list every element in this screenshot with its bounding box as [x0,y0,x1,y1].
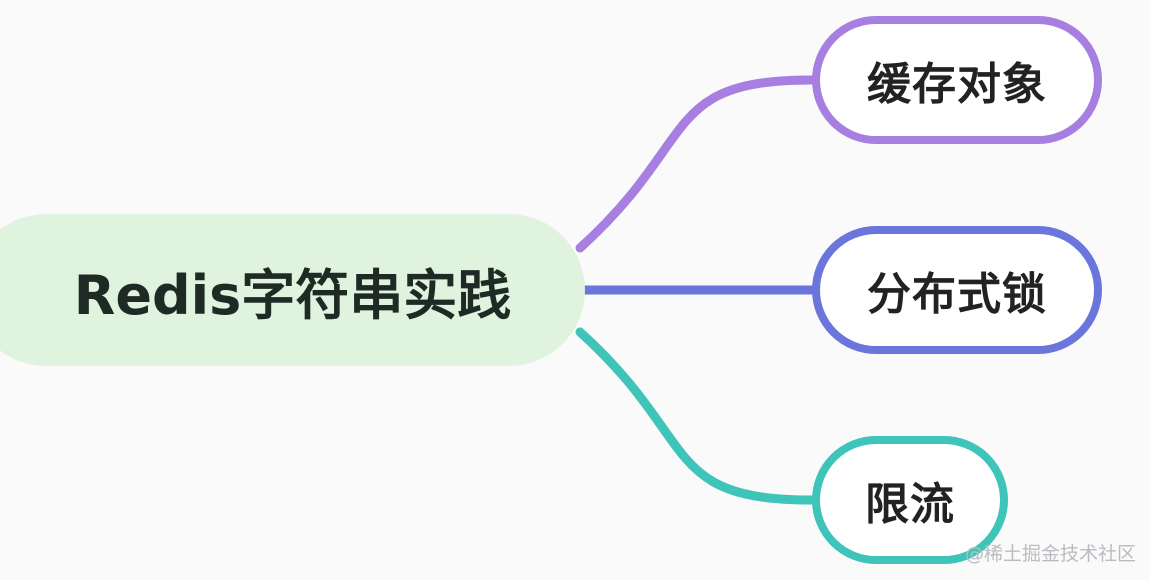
connector-root-to-cache [575,75,817,253]
child-label-cache-objects: 缓存对象 [867,59,1047,110]
watermark: @稀土掘金技术社区 [964,543,1136,565]
child-label-distributed-lock: 分布式锁 [867,269,1047,320]
child-node-distributed-lock: 分布式锁 [812,226,1102,354]
root-node: Redis字符串实践 [0,214,585,366]
child-node-cache-objects: 缓存对象 [812,16,1102,144]
connector-root-to-limit [575,327,817,505]
child-node-rate-limit: 限流 [812,436,1008,564]
child-label-rate-limit: 限流 [865,479,955,530]
root-label: Redis字符串实践 [73,263,512,327]
